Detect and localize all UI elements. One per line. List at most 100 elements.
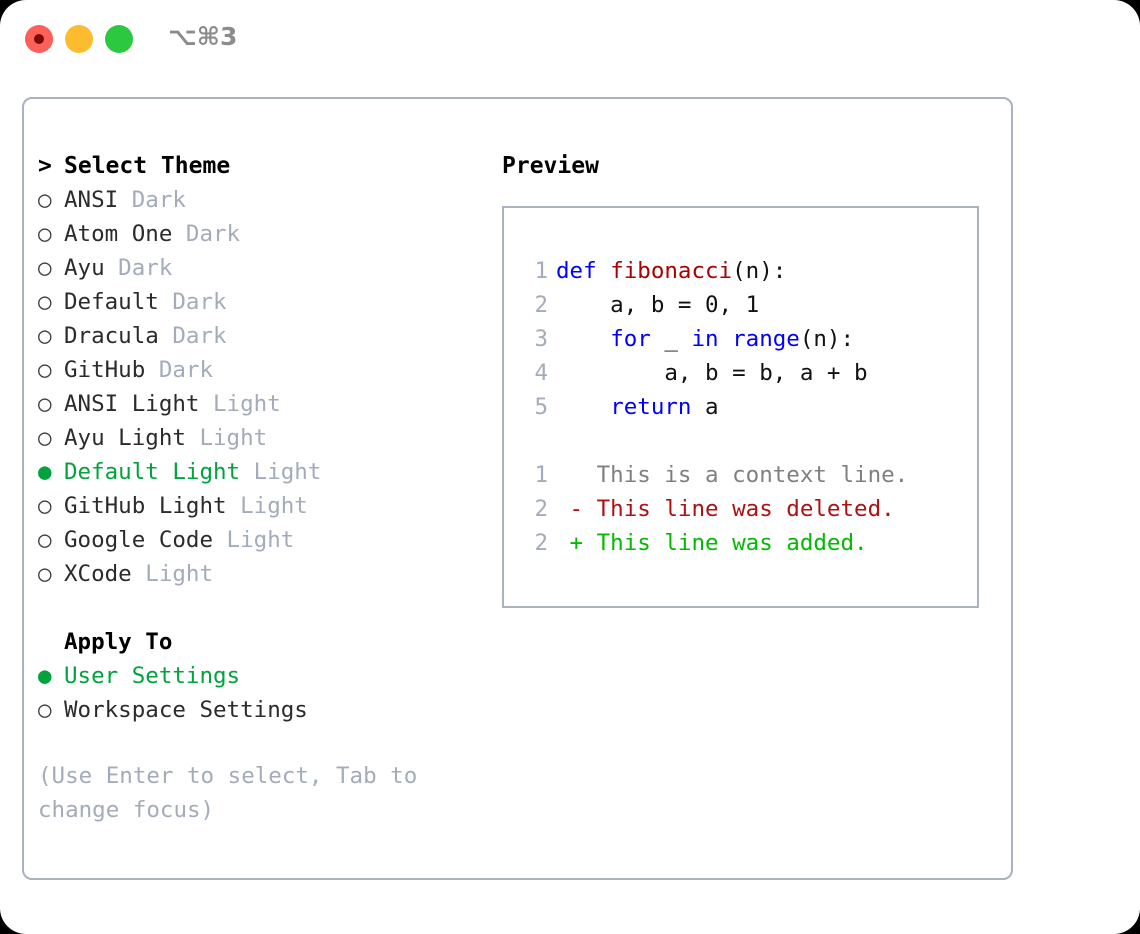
- theme-mode-tag: Light: [131, 561, 214, 587]
- diff-text: This line was deleted.: [583, 496, 895, 522]
- theme-name-label: Google Code: [64, 527, 214, 553]
- radio-unselected-icon: ○: [38, 391, 52, 417]
- theme-name-label: XCode: [64, 561, 132, 587]
- code-token: def: [556, 258, 611, 284]
- line-number: 3: [534, 326, 548, 352]
- code-token: [719, 326, 733, 352]
- theme-list-item[interactable]: ○ GitHub Dark: [38, 353, 498, 387]
- theme-mode-tag: Dark: [104, 255, 173, 281]
- code-token: (n):: [799, 326, 855, 352]
- theme-list-item[interactable]: ○ XCode Light: [38, 557, 498, 591]
- maximize-window-button[interactable]: [105, 25, 133, 53]
- radio-unselected-icon: ○: [38, 255, 52, 281]
- dialog-panel: >Select Theme ○ANSI Dark○Atom One Dark○A…: [22, 97, 1013, 880]
- preview-heading: Preview: [502, 153, 599, 179]
- apply-to-item-label: Workspace Settings: [64, 697, 308, 723]
- code-token: _: [650, 326, 692, 352]
- theme-list-item[interactable]: ○ ANSI Light Light: [38, 387, 498, 421]
- radio-selected-icon: ●: [38, 459, 52, 485]
- close-icon: [34, 34, 44, 44]
- code-token: [556, 394, 610, 420]
- theme-mode-tag: Light: [199, 391, 281, 417]
- code-line: 3 for _ in range(n):: [522, 322, 908, 356]
- code-token: fibonacci: [610, 258, 733, 284]
- theme-list-item[interactable]: ○ Google Code Light: [38, 523, 498, 557]
- theme-list-item[interactable]: ○ Atom One Dark: [38, 217, 498, 251]
- keyboard-shortcut-label: ⌥⌘3: [168, 22, 238, 51]
- radio-unselected-icon: ○: [38, 697, 52, 723]
- radio-unselected-icon: ○: [38, 221, 52, 247]
- line-number: 4: [534, 360, 548, 386]
- theme-name-label: ANSI Light: [64, 391, 200, 417]
- theme-mode-tag: Light: [240, 459, 322, 485]
- theme-list-item[interactable]: ○ Dracula Dark: [38, 319, 498, 353]
- radio-unselected-icon: ○: [38, 357, 52, 383]
- diff-sign: +: [556, 530, 584, 556]
- theme-list-item[interactable]: ●Default Light Light: [38, 455, 498, 489]
- diff-line: 2 + This line was added.: [522, 526, 908, 560]
- theme-mode-tag: Dark: [158, 323, 227, 349]
- apply-to-item[interactable]: ○ Workspace Settings: [38, 693, 498, 727]
- title-bar: ⌥⌘3: [0, 0, 1140, 78]
- theme-list-item[interactable]: ○Default Dark: [38, 285, 498, 319]
- code-blank-line: [522, 424, 908, 458]
- theme-name-label: GitHub Light: [64, 493, 227, 519]
- code-token: range: [732, 326, 800, 352]
- diff-line: 1 This is a context line.: [522, 458, 908, 492]
- apply-to-heading-label: Apply To: [64, 629, 173, 655]
- prompt-caret-icon: >: [38, 153, 52, 179]
- theme-list-item[interactable]: ○Ayu Light Light: [38, 421, 498, 455]
- theme-list-item[interactable]: ○ Ayu Dark: [38, 251, 498, 285]
- apply-to-item[interactable]: ● User Settings: [38, 659, 498, 693]
- theme-list: ○ANSI Dark○Atom One Dark○Ayu Dark○Defaul…: [38, 183, 498, 591]
- code-line: 2 a, b = 0, 1: [522, 288, 908, 322]
- theme-mode-tag: Dark: [118, 187, 186, 213]
- diff-sign: [556, 462, 583, 488]
- code-line: 5 return a: [522, 390, 908, 424]
- theme-name-label: Dracula: [64, 323, 159, 349]
- apply-to-heading: Apply To: [38, 625, 498, 659]
- select-theme-heading-label: Select Theme: [64, 153, 231, 179]
- radio-unselected-icon: ○: [38, 187, 52, 213]
- theme-picker-column: >Select Theme ○ANSI Dark○Atom One Dark○A…: [38, 149, 498, 727]
- apply-to-list: ● User Settings ○ Workspace Settings: [38, 659, 498, 727]
- code-token: return: [610, 394, 692, 420]
- code-token: in: [691, 326, 719, 352]
- theme-mode-tag: Dark: [158, 289, 227, 315]
- radio-unselected-icon: ○: [38, 323, 52, 349]
- theme-mode-tag: Dark: [145, 357, 214, 383]
- theme-list-item[interactable]: ○ ANSI Dark: [38, 183, 498, 217]
- code-token: a, b = b, a + b: [556, 360, 868, 386]
- radio-unselected-icon: ○: [38, 561, 52, 587]
- theme-list-item[interactable]: ○GitHub Light Light: [38, 489, 498, 523]
- line-number: 1: [534, 462, 548, 488]
- theme-name-label: ANSI: [64, 187, 119, 213]
- theme-mode-tag: Light: [213, 527, 295, 553]
- radio-unselected-icon: ○: [38, 425, 52, 451]
- code-token: a: [691, 394, 719, 420]
- diff-sign: -: [556, 496, 584, 522]
- close-window-button[interactable]: [25, 25, 53, 53]
- line-number: 5: [534, 394, 548, 420]
- theme-mode-tag: Light: [185, 425, 268, 451]
- radio-selected-icon: ●: [38, 663, 52, 689]
- theme-name-label: Ayu: [64, 255, 105, 281]
- code-token: [556, 326, 610, 352]
- line-number: 2: [534, 530, 548, 556]
- line-number: 2: [534, 496, 548, 522]
- theme-mode-tag: Dark: [172, 221, 241, 247]
- radio-unselected-icon: ○: [38, 527, 52, 553]
- apply-to-item-label: User Settings: [64, 663, 241, 689]
- theme-name-label: GitHub: [64, 357, 146, 383]
- theme-name-label: Atom One: [64, 221, 173, 247]
- diff-line: 2 - This line was deleted.: [522, 492, 908, 526]
- select-theme-heading: > Select Theme: [38, 149, 498, 183]
- diff-text: This line was added.: [583, 530, 868, 556]
- radio-unselected-icon: ○: [38, 493, 52, 519]
- minimize-window-button[interactable]: [65, 25, 93, 53]
